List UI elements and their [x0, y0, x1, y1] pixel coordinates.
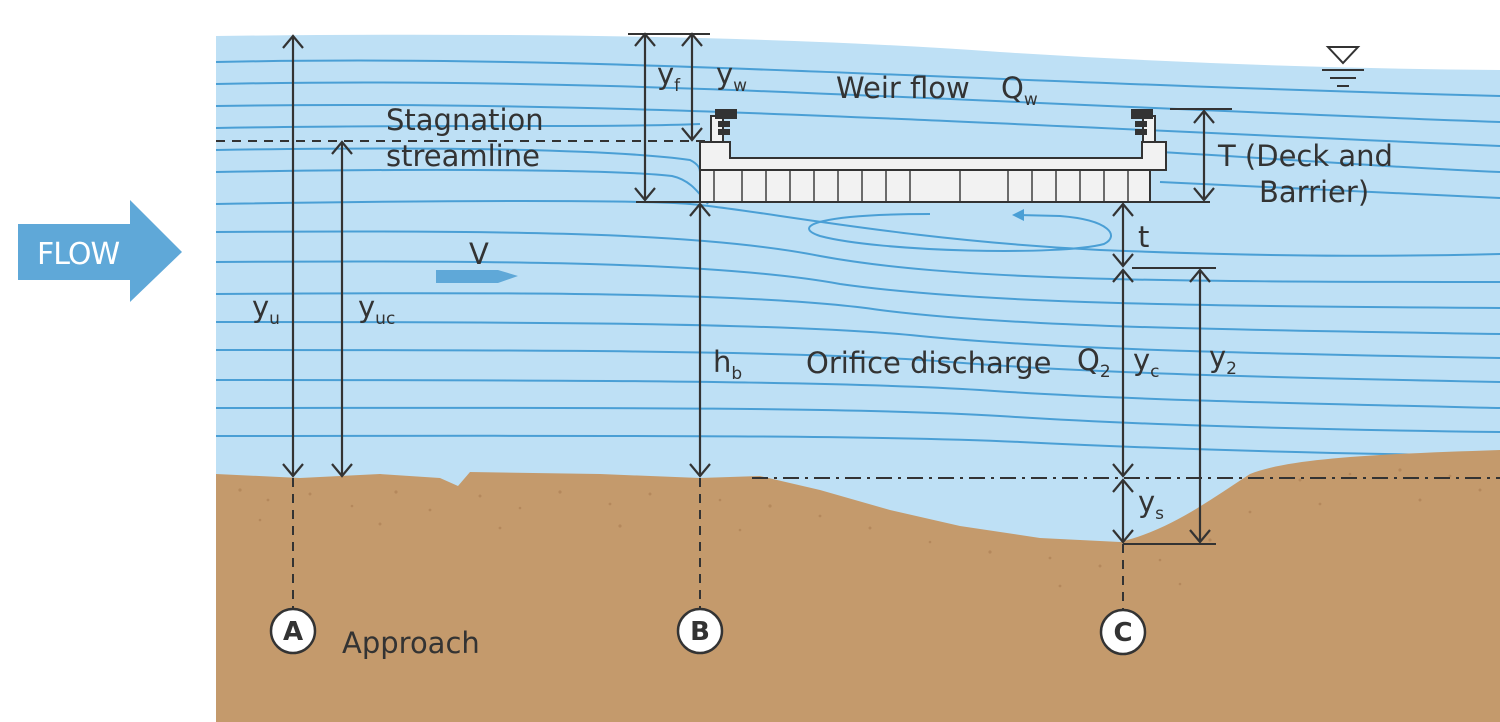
y-s-sub: s — [1155, 504, 1164, 524]
y-c-dimension — [1112, 268, 1134, 478]
y-w-dimension — [681, 32, 703, 142]
t-deck-label-line2: Barrier) — [1259, 175, 1369, 209]
h-b-label: hb — [713, 345, 742, 384]
left-barrier — [710, 109, 737, 143]
extension-lines — [628, 33, 1232, 545]
station-a-marker: A — [269, 607, 317, 655]
y-u-sub: u — [269, 309, 280, 329]
y-f-sub: f — [674, 76, 681, 96]
y-2-sub: 2 — [1226, 359, 1237, 379]
y-u-label: yu — [252, 290, 280, 329]
soil-bed — [216, 450, 1500, 722]
y-c-main: y — [1133, 343, 1150, 377]
q-2-sub: 2 — [1100, 362, 1111, 382]
y-uc-label: yuc — [358, 290, 395, 329]
q-2-label: Q2 — [1077, 343, 1111, 382]
orifice-discharge-label: Orifice discharge — [806, 346, 1051, 380]
y-s-label: ys — [1138, 485, 1164, 524]
y-uc-dimension — [331, 140, 353, 478]
y-2-main: y — [1209, 340, 1226, 374]
y-uc-sub: uc — [375, 309, 395, 329]
q-w-main: Q — [1001, 71, 1024, 105]
station-a-label: A — [283, 617, 303, 647]
station-c-marker: C — [1099, 608, 1147, 656]
station-b-label: B — [690, 617, 710, 647]
dimension-arrows — [282, 32, 1215, 544]
h-b-sub: b — [731, 364, 742, 384]
stagnation-label-line2: streamline — [386, 139, 540, 173]
y-f-label: yf — [657, 57, 681, 96]
y-2-dimension — [1189, 268, 1211, 544]
y-s-dimension — [1112, 478, 1134, 544]
deck-girders — [713, 170, 1129, 202]
stagnation-label-line1: Stagnation — [386, 103, 544, 137]
y-2-label: y2 — [1209, 340, 1237, 379]
t-gap-label: t — [1138, 220, 1149, 254]
t-gap-dimension — [1112, 202, 1134, 268]
eddy-arrowhead — [1012, 209, 1024, 221]
y-f-dimension — [634, 32, 656, 202]
y-s-main: y — [1138, 485, 1155, 519]
bridge-deck — [699, 109, 1167, 203]
q-2-main: Q — [1077, 343, 1100, 377]
y-w-label: yw — [716, 57, 747, 96]
flow-label: FLOW — [37, 237, 120, 272]
velocity-arrow-icon — [436, 270, 518, 283]
velocity-label: V — [469, 237, 489, 271]
flow-arrow-icon: FLOW — [18, 200, 182, 302]
water-surface-icon — [1322, 46, 1364, 87]
h-b-main: h — [713, 345, 731, 379]
station-c-label: C — [1113, 618, 1132, 648]
q-w-sub: w — [1024, 90, 1038, 110]
q-w-label: Qw — [1001, 71, 1038, 110]
t-deck-label-line1: T (Deck and — [1217, 139, 1393, 173]
y-c-sub: c — [1150, 362, 1159, 382]
y-f-main: y — [657, 57, 674, 91]
right-barrier — [1131, 109, 1156, 143]
soil-texture — [238, 468, 1482, 588]
y-c-label: yc — [1133, 343, 1160, 382]
station-b-marker: B — [676, 607, 724, 655]
t-deck-dimension — [1193, 109, 1215, 202]
y-w-sub: w — [733, 76, 747, 96]
approach-label: Approach — [342, 626, 480, 660]
streamlines — [215, 59, 1500, 457]
y-w-main: y — [716, 57, 733, 91]
weir-flow-label: Weir flow — [836, 71, 970, 105]
y-uc-main: y — [358, 290, 375, 324]
y-u-dimension — [282, 34, 304, 478]
y-u-main: y — [252, 290, 269, 324]
h-b-dimension — [689, 202, 711, 478]
